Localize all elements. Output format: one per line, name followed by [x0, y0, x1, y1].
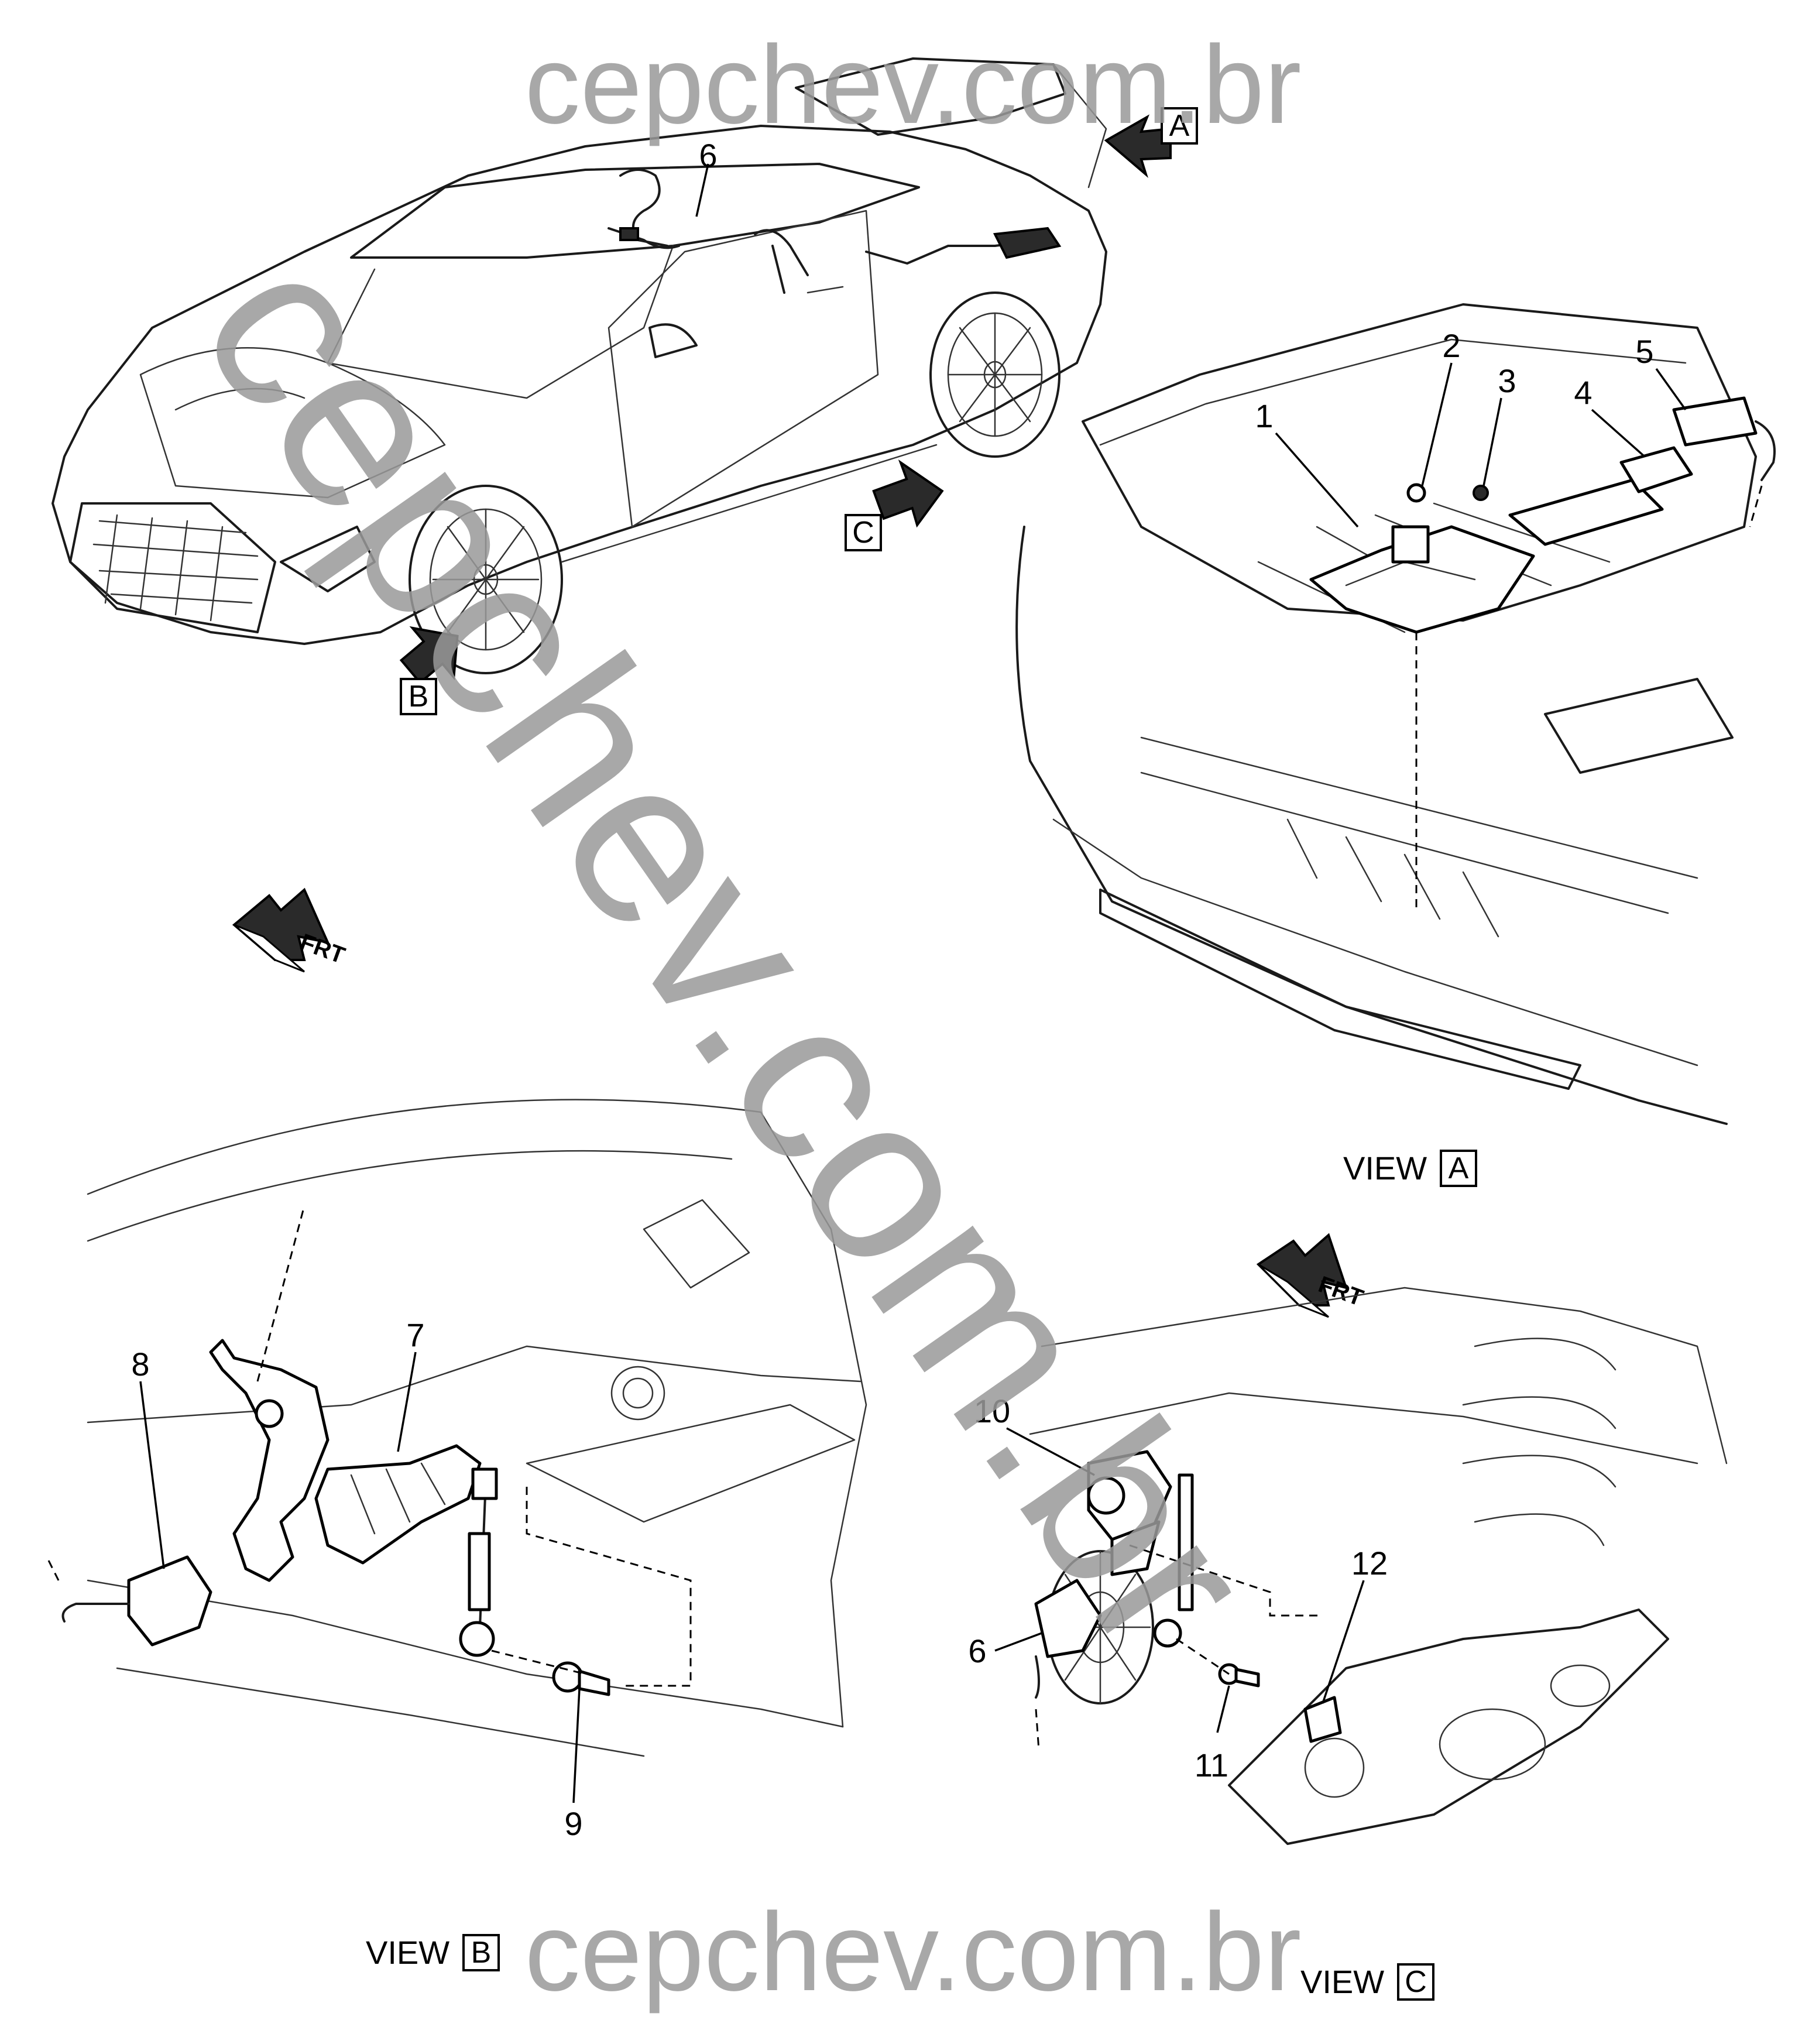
view-box-c-car — [845, 514, 882, 551]
part-bracket-7 — [209, 1339, 330, 1582]
callout-7: 7 — [406, 1316, 424, 1353]
part-module-plate — [1508, 478, 1664, 546]
callout-6-bottom: 6 — [968, 1633, 986, 1669]
callout-6-top: 6 — [699, 137, 717, 174]
part-link-rod-c — [1178, 1473, 1194, 1611]
frt-label-top: FRT — [297, 929, 348, 969]
view-box-a-car — [1161, 107, 1198, 145]
view-c-panel: 10 11 12 6 VIEW C — [968, 1287, 1728, 2001]
part-bracket-block — [1391, 525, 1430, 564]
part-nut-2 — [1406, 483, 1426, 503]
view-a-word: VIEW — [1343, 1150, 1427, 1186]
view-b-letter-box — [462, 1934, 500, 1971]
part-bolt-9-shank — [578, 1669, 610, 1696]
callout-11: 11 — [1195, 1747, 1228, 1784]
callout-12: 12 — [1351, 1545, 1388, 1582]
arrow-label-c: C — [852, 516, 874, 550]
frt-indicator-top: FRT — [232, 887, 348, 973]
part-bolt-11-shank — [1234, 1668, 1260, 1688]
callout-1: 1 — [1255, 397, 1273, 434]
part-sensor-10-mount — [1110, 1520, 1161, 1576]
callout-2: 2 — [1442, 327, 1460, 364]
watermark-top: cepchev.com.br — [524, 23, 1301, 147]
watermark-bottom: cepchev.com.br — [524, 1890, 1301, 2014]
part-sensor-10-hub — [1087, 1476, 1125, 1515]
part-clip-6-bottom — [1034, 1579, 1102, 1658]
view-c-word: VIEW — [1300, 1963, 1384, 2000]
callout-9: 9 — [564, 1805, 582, 1842]
view-a-panel: 1 2 3 4 5 VIEW A — [1015, 303, 1776, 1187]
view-b-letter: B — [471, 1936, 492, 1970]
part-module-4 — [1619, 446, 1693, 493]
callout-8: 8 — [131, 1346, 149, 1383]
car-overview: A C B 6 — [52, 57, 1198, 715]
part-bracket-stud — [255, 1399, 284, 1428]
part-nut-3 — [1473, 485, 1489, 501]
frt-indicator-bottom: FRT — [1256, 1233, 1367, 1318]
arrow-label-b: B — [409, 680, 429, 714]
part-link-ball — [459, 1621, 495, 1657]
part-link-top — [471, 1467, 498, 1500]
arrow-c-shape — [872, 459, 944, 528]
part-connector-5 — [1672, 396, 1758, 447]
part-bolt-9-head — [552, 1661, 584, 1693]
part-link-rod — [468, 1532, 491, 1611]
arrow-label-a: A — [1169, 109, 1190, 143]
callout-4: 4 — [1574, 374, 1592, 411]
callout-3: 3 — [1498, 362, 1516, 399]
view-c-letter-box — [1397, 1963, 1434, 2001]
view-a-letter-box — [1440, 1150, 1477, 1187]
view-c-letter: C — [1405, 1965, 1427, 1999]
callout-10: 10 — [974, 1393, 1010, 1429]
view-b-word: VIEW — [366, 1934, 449, 1971]
callout-5: 5 — [1635, 333, 1653, 370]
view-a-letter: A — [1449, 1151, 1469, 1185]
view-b-panel: 7 8 9 VIEW B — [46, 1099, 867, 1971]
part-connector-8 — [127, 1555, 212, 1647]
part-link-ball-c — [1153, 1618, 1182, 1648]
part-connector-12 — [1303, 1696, 1342, 1743]
view-box-b-car — [400, 678, 437, 715]
part-sensor-7 — [314, 1444, 482, 1565]
